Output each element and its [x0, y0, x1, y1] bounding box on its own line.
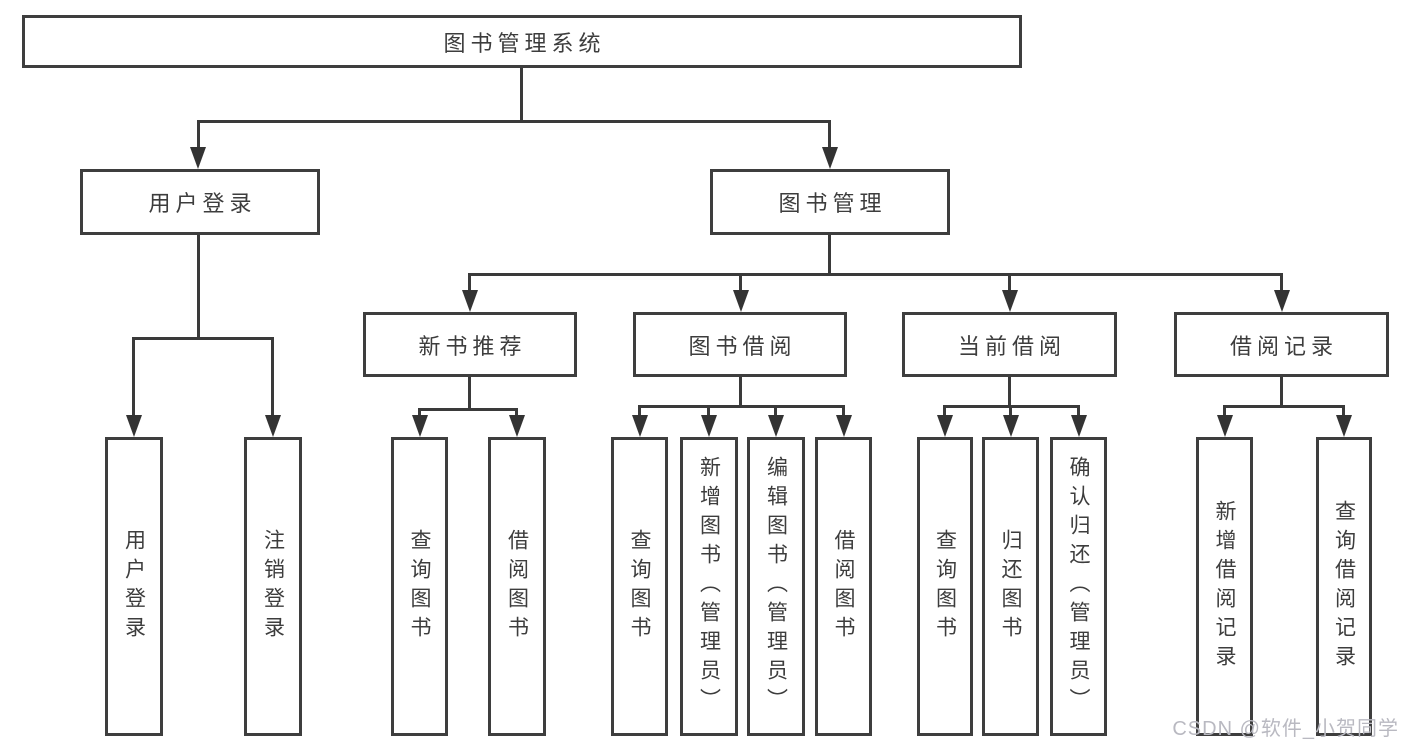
- node-label: 查询图书: [933, 528, 957, 645]
- connector-drop: [638, 405, 641, 418]
- node-book-borrow: 图书借阅: [633, 312, 847, 377]
- node-label: 编辑图书（管理员）: [764, 456, 788, 717]
- connector-drop-user-login: [197, 120, 200, 150]
- node-borrow-records: 借阅记录: [1174, 312, 1389, 377]
- connector-drop: [1077, 405, 1080, 418]
- node-label: 图书借阅: [688, 333, 797, 359]
- leaf-borrow-books: 借阅图书: [815, 437, 872, 736]
- node-label: 借阅图书: [832, 528, 855, 645]
- arrowhead-icon: [733, 290, 749, 312]
- arrowhead-icon: [701, 415, 717, 437]
- node-label: 图书管理: [778, 191, 887, 216]
- node-label: 用户登录: [122, 528, 146, 645]
- leaf-borrow-books-recommend: 借阅图书: [488, 437, 546, 736]
- node-label: 新增借阅记录: [1213, 499, 1236, 674]
- node-current-borrow: 当前借阅: [902, 312, 1117, 377]
- connector-drop-book-borrow: [739, 273, 742, 295]
- connector-drop-leaf-logout: [271, 337, 274, 417]
- arrowhead-icon: [509, 415, 525, 437]
- connector-bookborrow-stem: [739, 375, 742, 407]
- connector-userlogin-stem: [197, 233, 200, 339]
- leaf-add-borrow-record: 新增借阅记录: [1196, 437, 1253, 736]
- watermark: CSDN @软件_小贺同学: [1172, 718, 1399, 740]
- arrowhead-icon: [1002, 290, 1018, 312]
- leaf-add-books-admin: 新增图书（管理员）: [680, 437, 738, 736]
- connector-drop: [707, 405, 710, 418]
- connector-drop: [515, 408, 518, 420]
- arrowhead-icon: [1003, 415, 1019, 437]
- connector-drop: [943, 405, 946, 418]
- node-root-system: 图书管理系统: [22, 15, 1022, 68]
- node-label: 用户登录: [148, 191, 257, 216]
- leaf-confirm-return-admin: 确认归还（管理员）: [1050, 437, 1107, 736]
- node-label: 查询借阅记录: [1332, 499, 1356, 674]
- connector-newbook-stem: [468, 375, 471, 410]
- arrowhead-icon: [768, 415, 784, 437]
- leaf-edit-books-admin: 编辑图书（管理员）: [747, 437, 805, 736]
- leaf-query-borrow-record: 查询借阅记录: [1316, 437, 1372, 736]
- node-book-management: 图书管理: [710, 169, 950, 235]
- connector-drop: [1223, 405, 1226, 418]
- leaf-query-books-recommend: 查询图书: [391, 437, 448, 736]
- arrowhead-icon: [937, 415, 953, 437]
- connector-drop: [1342, 405, 1345, 418]
- connector-drop-borrow-records: [1280, 273, 1283, 295]
- connector-root-stem: [520, 66, 523, 122]
- connector-bookborrow-bar: [638, 405, 845, 408]
- leaf-query-books-borrow: 查询图书: [611, 437, 668, 736]
- connector-bookmgmt-stem: [828, 233, 831, 275]
- node-label: 查询图书: [408, 528, 431, 645]
- node-label: 图书管理系统: [443, 30, 606, 56]
- connector-borrowrecords-stem: [1280, 375, 1283, 407]
- arrowhead-icon: [265, 415, 281, 437]
- leaf-query-books-current: 查询图书: [917, 437, 973, 736]
- connector-drop: [1009, 405, 1012, 418]
- arrowhead-icon: [1274, 290, 1290, 312]
- connector-userlogin-bar: [132, 337, 274, 340]
- arrowhead-icon: [822, 147, 838, 169]
- arrowhead-icon: [836, 415, 852, 437]
- arrowhead-icon: [1071, 415, 1087, 437]
- node-label: 新增图书（管理员）: [697, 456, 721, 717]
- connector-bookmgmt-bar: [468, 273, 1283, 276]
- arrowhead-icon: [1217, 415, 1233, 437]
- connector-drop-leaf-user-login: [132, 337, 135, 417]
- connector-drop: [774, 405, 777, 418]
- arrowhead-icon: [1336, 415, 1352, 437]
- arrowhead-icon: [126, 415, 142, 437]
- node-label: 确认归还（管理员）: [1067, 456, 1090, 717]
- node-user-login: 用户登录: [80, 169, 320, 235]
- node-label: 当前借阅: [957, 333, 1066, 359]
- node-label: 注销登录: [261, 528, 285, 645]
- node-label: 借阅图书: [505, 528, 529, 645]
- node-label: 新书推荐: [418, 333, 527, 359]
- connector-drop: [418, 408, 421, 420]
- arrowhead-icon: [412, 415, 428, 437]
- connector-borrowrecords-bar: [1223, 405, 1345, 408]
- connector-drop-current-borrow: [1008, 273, 1011, 295]
- node-label: 借阅记录: [1229, 333, 1338, 359]
- connector-currentborrow-stem: [1008, 375, 1011, 407]
- connector-root-bar: [197, 120, 831, 123]
- node-new-book-recommend: 新书推荐: [363, 312, 577, 377]
- leaf-return-books: 归还图书: [982, 437, 1039, 736]
- node-label: 查询图书: [628, 528, 651, 645]
- connector-newbook-bar: [418, 408, 518, 411]
- connector-drop: [842, 405, 845, 418]
- arrowhead-icon: [632, 415, 648, 437]
- arrowhead-icon: [462, 290, 478, 312]
- connector-drop-book-management: [828, 120, 831, 150]
- leaf-user-login: 用户登录: [105, 437, 163, 736]
- leaf-logout: 注销登录: [244, 437, 302, 736]
- arrowhead-icon: [190, 147, 206, 169]
- node-label: 归还图书: [999, 528, 1022, 645]
- connector-drop-new-book: [468, 273, 471, 295]
